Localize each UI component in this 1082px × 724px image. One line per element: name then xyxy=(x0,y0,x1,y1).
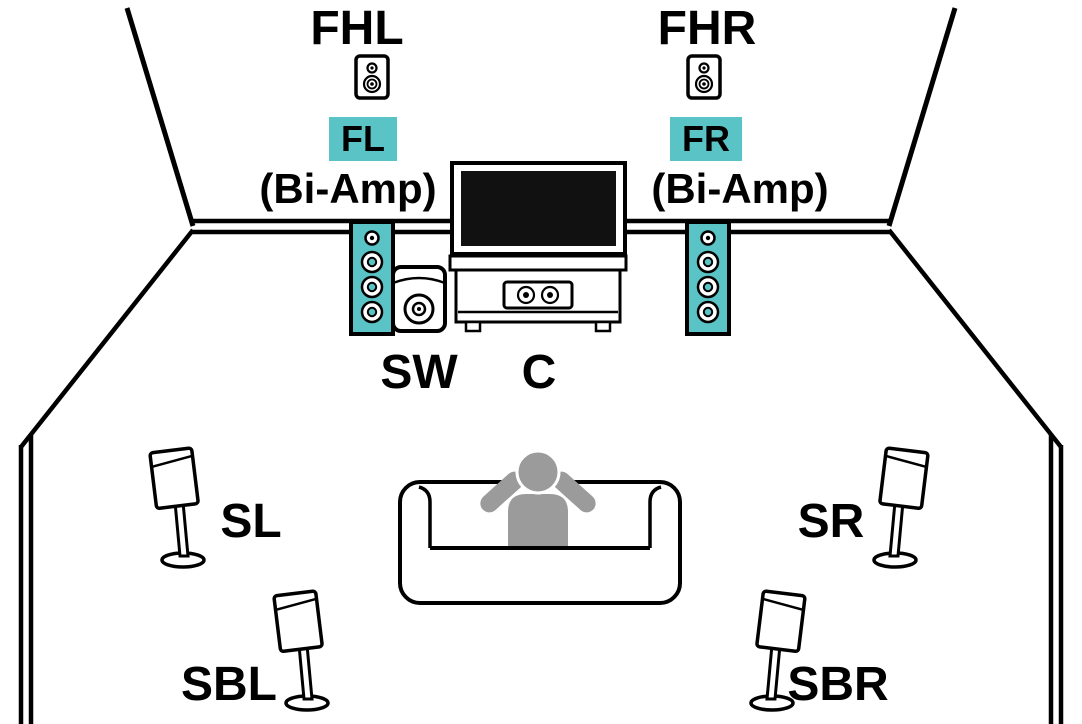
tv-rack-icon xyxy=(448,254,628,333)
subwoofer-icon xyxy=(391,265,447,333)
label-front-height-left: FHL xyxy=(310,2,404,55)
front-left-speaker-icon xyxy=(349,220,395,336)
label-front-left: FL xyxy=(329,117,397,161)
label-surround-back-right: SBR xyxy=(787,658,889,711)
room-outline xyxy=(18,7,1064,724)
surround-right-speaker-icon xyxy=(872,446,930,569)
listener-icon xyxy=(480,449,596,548)
surround-left-speaker-icon xyxy=(148,446,206,569)
front-right-speaker-icon xyxy=(685,220,731,336)
label-bi-amp-right: (Bi-Amp) xyxy=(651,165,829,212)
label-front-right: FR xyxy=(670,117,742,161)
label-center: C xyxy=(521,346,557,399)
front-height-right-speaker-icon xyxy=(686,54,722,100)
label-subwoofer: SW xyxy=(380,346,458,399)
label-surround-right: SR xyxy=(797,495,865,548)
front-height-left-speaker-icon xyxy=(354,54,390,100)
tv-icon xyxy=(450,161,627,256)
label-surround-back-left: SBL xyxy=(181,658,277,711)
label-surround-left: SL xyxy=(220,495,282,548)
label-front-height-right: FHR xyxy=(657,2,757,55)
center-speaker-icon xyxy=(502,280,574,310)
sofa-icon xyxy=(398,449,682,605)
surround-back-left-speaker-icon xyxy=(272,589,330,712)
label-bi-amp-left: (Bi-Amp) xyxy=(259,165,437,212)
